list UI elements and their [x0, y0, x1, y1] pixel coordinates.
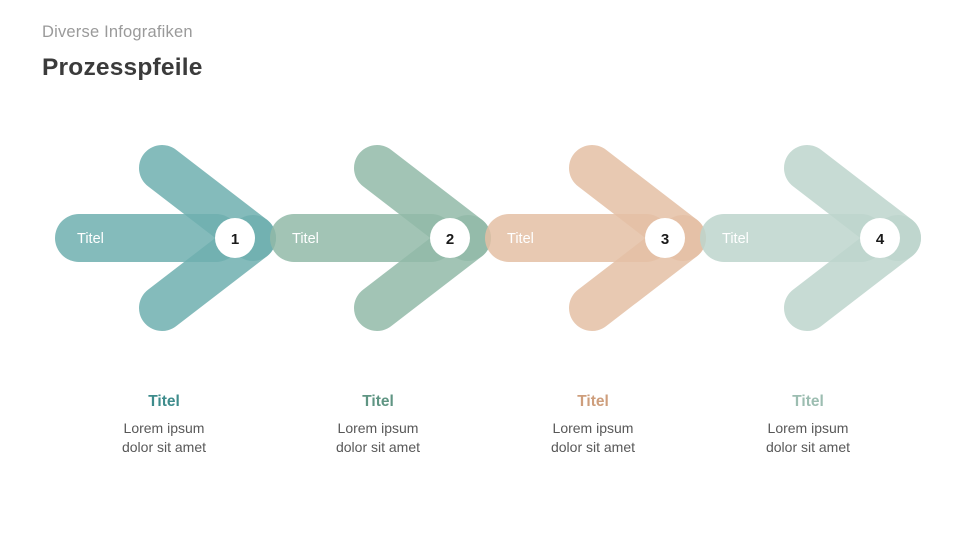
- step-bar-label-4: Titel: [722, 231, 749, 247]
- step-number-circle-3: [645, 218, 685, 258]
- process-step-4[interactable]: Titel 4: [700, 138, 950, 331]
- step-caption-line2-1: dolor sit amet: [121, 439, 207, 456]
- caption-row: Titel Lorem ipsum dolor sit amet Titel L…: [0, 392, 960, 482]
- step-caption-title-3: Titel: [577, 393, 609, 410]
- step-caption-title-4: Titel: [792, 393, 824, 410]
- step-caption-4: Titel Lorem ipsum dolor sit amet: [703, 392, 913, 458]
- step-bar-2: [270, 214, 455, 262]
- step-number-4: 4: [876, 231, 885, 248]
- step-number-3: 3: [661, 231, 669, 248]
- process-step-3[interactable]: Titel 3: [485, 138, 735, 331]
- step-caption-body-3: Lorem ipsum dolor sit amet: [488, 419, 698, 458]
- process-step-2[interactable]: Titel 2: [270, 138, 520, 331]
- step-bar-label-1: Titel: [77, 231, 104, 247]
- step-caption-line1-2: Lorem ipsum: [337, 420, 419, 437]
- step-caption-2: Titel Lorem ipsum dolor sit amet: [273, 392, 483, 458]
- step-bar-label-2: Titel: [292, 231, 319, 247]
- step-caption-title-1: Titel: [148, 393, 180, 410]
- step-caption-body-4: Lorem ipsum dolor sit amet: [703, 419, 913, 458]
- step-caption-line2-2: dolor sit amet: [335, 439, 421, 456]
- step-number-2: 2: [446, 231, 454, 248]
- step-number-circle-2: [430, 218, 470, 258]
- step-bar-1: [55, 214, 240, 262]
- step-caption-body-2: Lorem ipsum dolor sit amet: [273, 419, 483, 458]
- page-header: Diverse Infografiken Prozesspfeile: [42, 22, 203, 85]
- page-title: Prozesspfeile: [42, 54, 203, 82]
- step-number-1: 1: [231, 231, 239, 248]
- step-caption-line1-3: Lorem ipsum: [552, 420, 634, 437]
- eyebrow-text: Diverse Infografiken: [42, 23, 193, 41]
- process-arrow-row: Titel 1 Titel 2 Titel 3: [0, 138, 960, 331]
- step-bar-label-3: Titel: [507, 231, 534, 247]
- step-caption-line2-4: dolor sit amet: [765, 439, 851, 456]
- step-caption-3: Titel Lorem ipsum dolor sit amet: [488, 392, 698, 458]
- step-bar-4: [700, 214, 885, 262]
- step-caption-title-2: Titel: [362, 393, 394, 410]
- process-step-1[interactable]: Titel 1: [55, 138, 305, 331]
- step-caption-line1-4: Lorem ipsum: [767, 420, 849, 437]
- step-number-circle-1: [215, 218, 255, 258]
- step-number-circle-4: [860, 218, 900, 258]
- step-bar-3: [485, 214, 670, 262]
- step-caption-body-1: Lorem ipsum dolor sit amet: [59, 419, 269, 458]
- step-caption-line2-3: dolor sit amet: [550, 439, 636, 456]
- step-caption-line1-1: Lorem ipsum: [123, 420, 205, 437]
- step-caption-1: Titel Lorem ipsum dolor sit amet: [59, 392, 269, 458]
